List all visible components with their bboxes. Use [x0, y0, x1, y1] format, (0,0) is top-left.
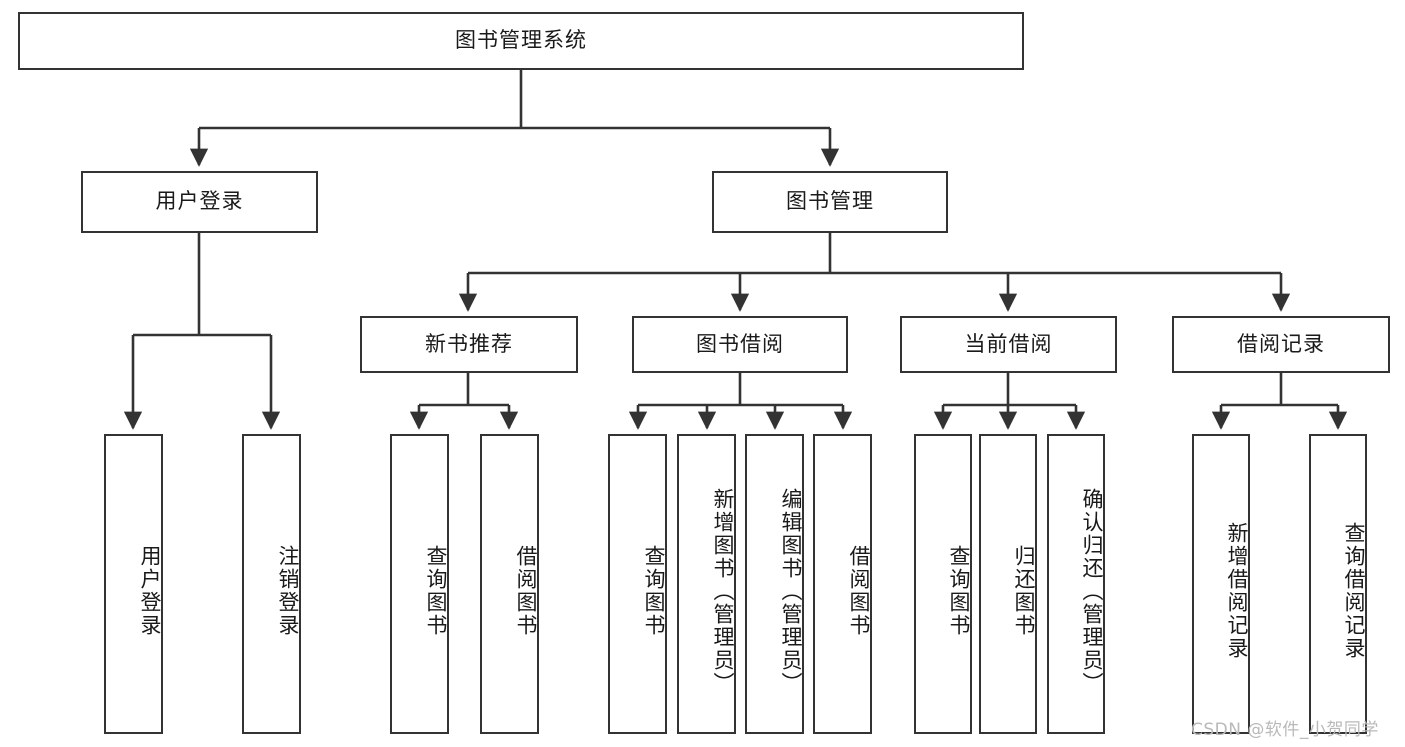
- node-label: 查询图书: [424, 545, 448, 637]
- leaf-user-login[interactable]: 用户登录: [104, 434, 163, 734]
- node-label: 当前借阅: [964, 331, 1053, 356]
- leaf-confirm-return-admin[interactable]: 确认归还（管理员）: [1047, 434, 1105, 734]
- node-label: 新增图书（管理员）: [711, 487, 735, 695]
- leaf-query-book-current[interactable]: 查询图书: [914, 434, 972, 734]
- node-label: 图书管理系统: [455, 28, 587, 53]
- node-new-book-recommend[interactable]: 新书推荐: [360, 316, 578, 373]
- leaf-query-book-borrow[interactable]: 查询图书: [608, 434, 667, 734]
- node-root-book-management-system[interactable]: 图书管理系统: [18, 12, 1024, 70]
- node-label: 查询图书: [947, 545, 971, 637]
- leaf-borrow-book-new[interactable]: 借阅图书: [480, 434, 539, 734]
- node-label: 确认归还（管理员）: [1080, 487, 1104, 695]
- csdn-watermark: CSDN @软件_小贺同学: [1191, 720, 1379, 740]
- node-label: 借阅图书: [847, 545, 871, 637]
- node-user-login[interactable]: 用户登录: [81, 171, 318, 233]
- node-label: 图书管理: [786, 189, 874, 214]
- node-label: 查询借阅记录: [1342, 522, 1366, 660]
- node-label: 图书借阅: [696, 331, 784, 356]
- node-borrow-records[interactable]: 借阅记录: [1172, 316, 1390, 373]
- node-label: 借阅记录: [1237, 331, 1325, 356]
- leaf-logout[interactable]: 注销登录: [242, 434, 301, 734]
- leaf-borrow-book[interactable]: 借阅图书: [813, 434, 872, 734]
- node-label: 归还图书: [1012, 545, 1036, 637]
- node-label: 借阅图书: [514, 545, 538, 637]
- leaf-query-borrow-record[interactable]: 查询借阅记录: [1309, 434, 1367, 734]
- node-label: 用户登录: [155, 189, 244, 214]
- node-label: 用户登录: [138, 545, 162, 637]
- leaf-edit-book-admin[interactable]: 编辑图书（管理员）: [745, 434, 804, 734]
- node-book-borrow[interactable]: 图书借阅: [632, 316, 848, 373]
- leaf-query-book-new[interactable]: 查询图书: [390, 434, 449, 734]
- leaf-add-book-admin[interactable]: 新增图书（管理员）: [677, 434, 736, 734]
- node-label: 新增借阅记录: [1225, 522, 1249, 660]
- node-label: 注销登录: [276, 545, 300, 637]
- node-book-management[interactable]: 图书管理: [712, 171, 948, 233]
- leaf-return-book[interactable]: 归还图书: [979, 434, 1037, 734]
- node-label: 新书推荐: [425, 331, 513, 356]
- node-label: 查询图书: [642, 545, 666, 637]
- leaf-add-borrow-record[interactable]: 新增借阅记录: [1192, 434, 1250, 734]
- node-label: 编辑图书（管理员）: [779, 487, 803, 695]
- node-current-borrow[interactable]: 当前借阅: [900, 316, 1117, 373]
